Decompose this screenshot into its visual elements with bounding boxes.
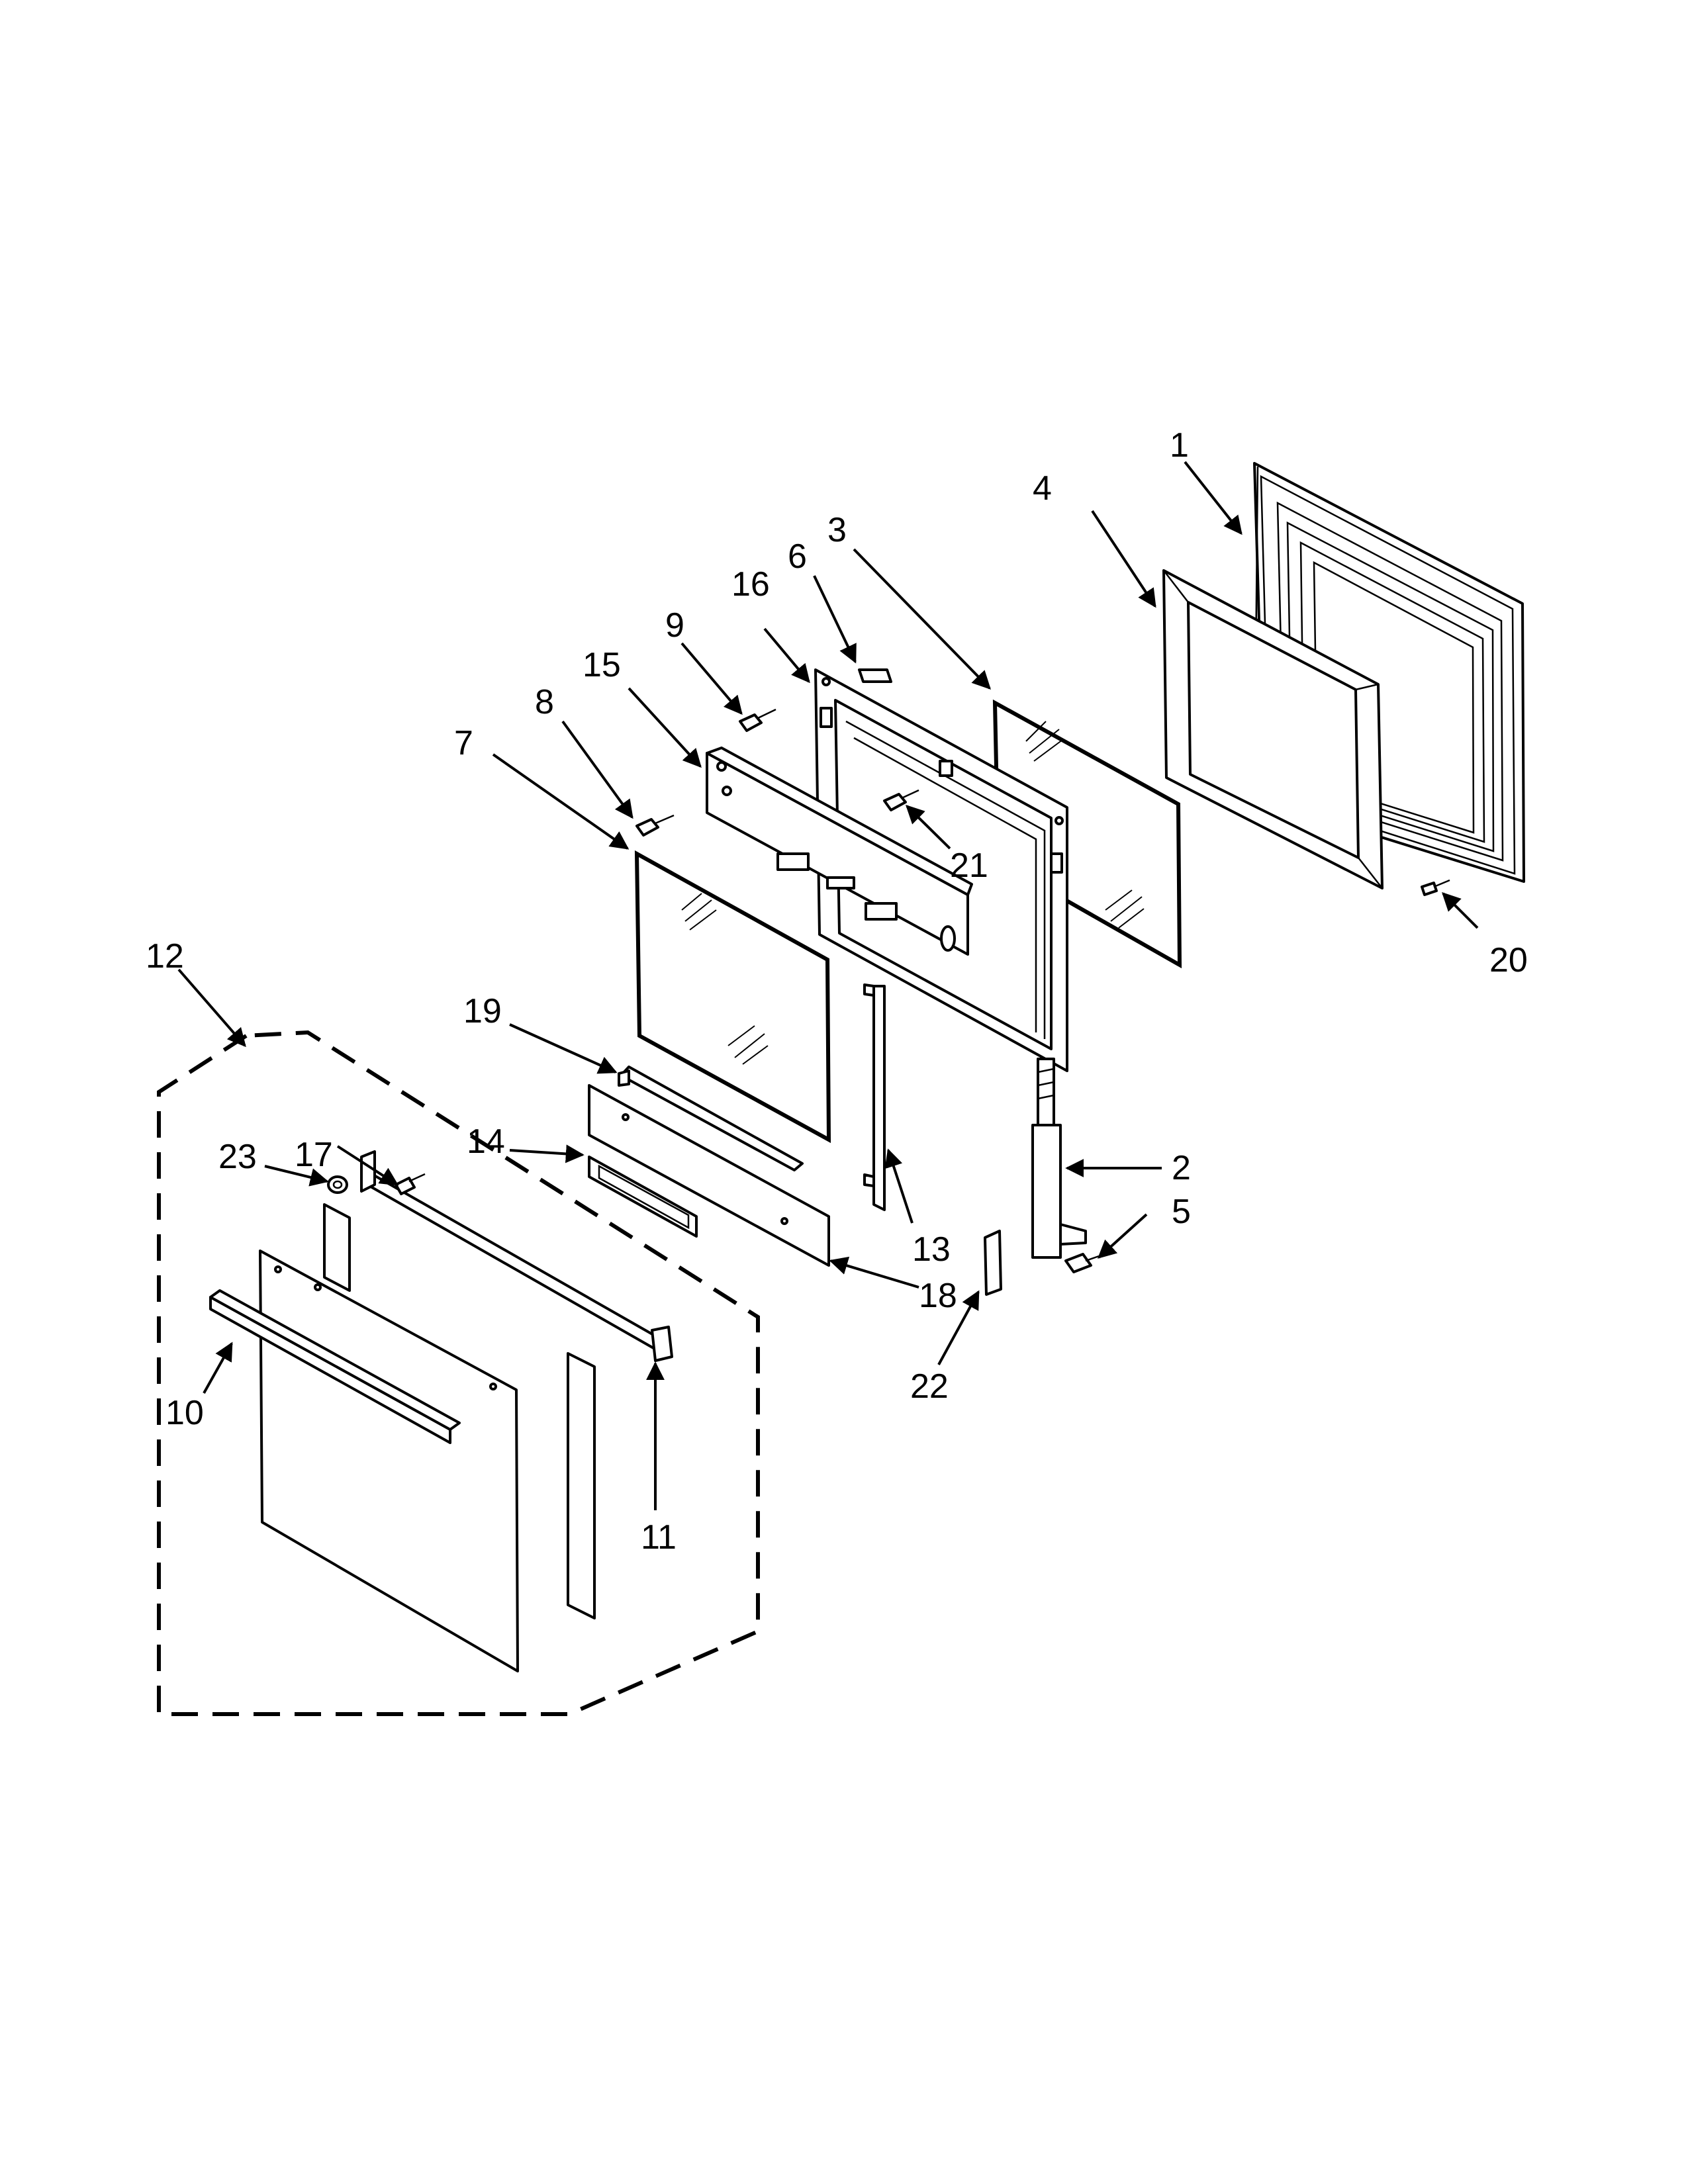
part-middle-glass [634, 850, 831, 1144]
callout-1: 1 [1170, 426, 1189, 465]
callout-5: 5 [1172, 1193, 1191, 1231]
screw-17 [395, 1173, 426, 1195]
callout-22: 22 [910, 1367, 949, 1406]
callout-6: 6 [788, 537, 807, 576]
part-block [858, 668, 892, 683]
screw-5 [1064, 1253, 1100, 1273]
part-hinge-bracket [706, 747, 973, 956]
screw-9 [739, 708, 776, 732]
part-top-door-rail [360, 1150, 673, 1362]
callout-13: 13 [912, 1230, 951, 1269]
callout-2: 2 [1172, 1149, 1191, 1187]
part-side-bracket [863, 983, 886, 1211]
part-door-trim-frame [1162, 569, 1383, 889]
callout-16: 16 [731, 565, 770, 604]
part-door-side-trims [323, 1203, 596, 1619]
callout-4: 4 [1033, 469, 1052, 508]
callout-14: 14 [467, 1122, 505, 1161]
part-lower-vent [588, 1156, 698, 1238]
callout-9: 9 [665, 606, 684, 645]
callout-20: 20 [1489, 941, 1528, 979]
callout-12: 12 [146, 937, 184, 976]
screw-20 [1421, 879, 1450, 896]
callout-11: 11 [641, 1518, 677, 1557]
callout-3: 3 [827, 511, 847, 549]
callout-7: 7 [454, 724, 473, 762]
part-vent-channel [588, 1084, 830, 1267]
part-spacer [327, 1175, 348, 1194]
part-hinge-receiver [984, 1230, 1002, 1296]
leader-lines [177, 461, 1479, 1510]
part-top-vent-bracket [618, 1066, 804, 1171]
callout-19: 19 [463, 992, 502, 1030]
callout-23: 23 [218, 1138, 257, 1176]
callout-18: 18 [919, 1277, 957, 1315]
part-outer-door-panel-front [209, 1250, 519, 1672]
callout-8: 8 [535, 683, 554, 721]
callout-10: 10 [165, 1394, 204, 1432]
callout-17: 17 [295, 1136, 333, 1174]
part-outer-door-assembly [157, 1030, 760, 1716]
callout-21: 21 [950, 846, 988, 885]
part-hinge [1031, 1058, 1087, 1259]
screw-8 [635, 814, 675, 837]
screw-21 [883, 789, 919, 811]
callout-labels: 1 2 3 4 5 6 7 8 9 10 11 12 13 14 15 16 1… [146, 426, 1528, 1557]
callout-15: 15 [583, 646, 621, 684]
